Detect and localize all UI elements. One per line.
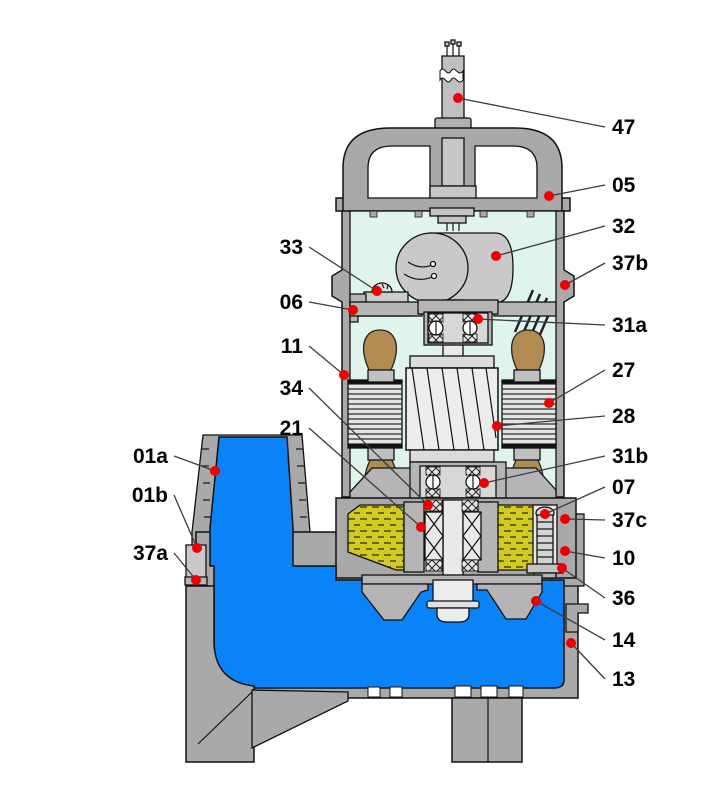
callout-label-01b: 01b [132, 484, 168, 507]
part-carry-handle [335, 127, 571, 213]
part-bearing-lower [349, 461, 557, 503]
callout-dot-37c [560, 514, 570, 524]
callout-dot-07 [540, 509, 550, 519]
part-stator-right [501, 379, 557, 449]
part-wall-clip [565, 603, 589, 633]
callout-dot-28 [492, 421, 502, 431]
callout-07: 07 [540, 476, 635, 519]
callout-label-37b: 37b [612, 252, 648, 275]
callout-27: 27 [544, 359, 635, 408]
callout-10: 10 [560, 546, 635, 570]
part-terminal-block [429, 207, 475, 231]
callout-label-31b: 31b [612, 445, 648, 468]
callout-label-33: 33 [280, 236, 303, 259]
callout-dot-14 [531, 596, 541, 606]
part-impeller [361, 574, 543, 623]
callout-label-36: 36 [612, 587, 635, 610]
callout-05: 05 [544, 174, 636, 201]
callout-label-05: 05 [612, 174, 636, 197]
callout-label-34: 34 [280, 377, 304, 400]
callout-33: 33 [280, 236, 382, 296]
callout-01b: 01b [132, 484, 202, 553]
callout-label-06: 06 [280, 291, 303, 314]
callout-dot-34 [423, 500, 433, 510]
callout-14: 14 [531, 596, 636, 652]
callout-dot-01b [192, 543, 202, 553]
callout-dot-47 [453, 93, 463, 103]
callout-21: 21 [280, 417, 426, 532]
callout-37b: 37b [560, 252, 648, 290]
callout-dot-27 [544, 398, 554, 408]
callout-47: 47 [453, 93, 635, 139]
callout-label-28: 28 [612, 405, 636, 428]
callout-28: 28 [492, 405, 636, 431]
callout-37a: 37a [133, 542, 201, 585]
callout-01a: 01a [133, 445, 220, 476]
callout-label-14: 14 [612, 629, 636, 652]
callout-11: 11 [281, 335, 349, 380]
callout-label-32: 32 [612, 215, 635, 238]
callout-label-27: 27 [612, 359, 635, 382]
part-nozzle-threads [202, 448, 307, 518]
part-foot-left [185, 585, 349, 763]
callout-dot-37a [191, 575, 201, 585]
callout-dot-36 [557, 563, 567, 573]
part-bottom-slots [367, 685, 524, 698]
callout-dot-21 [416, 522, 426, 532]
callout-32: 32 [491, 215, 635, 261]
callout-layer: 47 05 32 37b 31a 27 28 31b 07 37c 10 36 14 13 33 06 11 34… [132, 93, 648, 691]
callout-dot-06 [348, 305, 358, 315]
part-rotor [405, 355, 499, 463]
callout-dot-13 [566, 638, 576, 648]
callout-label-31a: 31a [612, 314, 647, 337]
callout-label-47: 47 [612, 116, 635, 139]
callout-34: 34 [280, 377, 433, 510]
callout-label-21: 21 [280, 417, 304, 440]
part-stator-left [347, 379, 403, 449]
callout-36: 36 [557, 563, 635, 610]
callout-label-07: 07 [612, 476, 635, 499]
callout-dot-32 [491, 251, 501, 261]
callout-dot-11 [339, 370, 349, 380]
callout-31a: 31a [473, 314, 647, 337]
callout-dot-05 [544, 191, 554, 201]
callout-dot-31a [473, 314, 483, 324]
callout-13: 13 [566, 638, 635, 691]
callout-dot-01a [210, 466, 220, 476]
callout-label-10: 10 [612, 547, 635, 570]
callout-06: 06 [280, 291, 358, 315]
callout-label-01a: 01a [133, 445, 168, 468]
callout-dot-31b [479, 478, 489, 488]
part-winding-coils [362, 329, 546, 501]
part-foot-right [451, 697, 523, 763]
part-power-cable [434, 39, 472, 130]
callout-dot-10 [560, 546, 570, 556]
callout-37c: 37c [560, 509, 647, 532]
callout-dot-37b [560, 280, 570, 290]
callout-label-37c: 37c [612, 509, 647, 532]
callout-label-37a: 37a [133, 542, 168, 565]
callout-dot-33 [372, 286, 382, 296]
callout-31b: 31b [479, 445, 648, 488]
callout-label-13: 13 [612, 668, 635, 691]
part-capacitor [395, 232, 514, 304]
part-mechanical-seal [403, 499, 499, 581]
callout-label-11: 11 [281, 335, 304, 358]
